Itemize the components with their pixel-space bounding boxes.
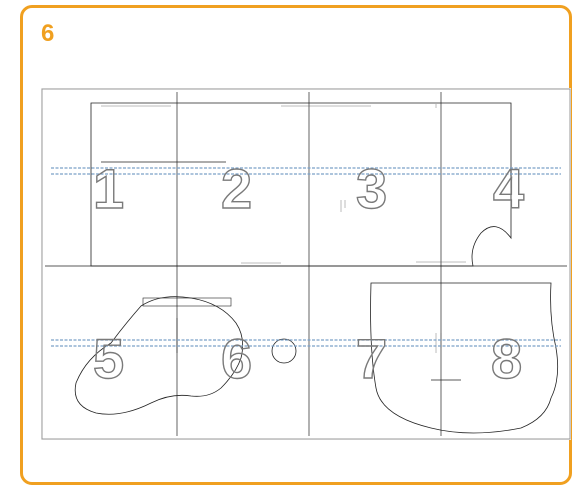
page-number-4: 4 <box>493 157 524 220</box>
page-number-8: 8 <box>491 327 522 390</box>
step-number: 6 <box>41 20 55 47</box>
pattern-piece-bottom-left <box>74 296 244 415</box>
pattern-piece-top <box>90 102 512 267</box>
pattern-layout: 1 2 3 4 5 6 7 8 <box>41 88 571 440</box>
page-number-6: 6 <box>221 327 252 390</box>
pattern-sheet: 1 2 3 4 5 6 7 8 <box>41 88 571 440</box>
page-number-5: 5 <box>93 327 124 390</box>
paper-border <box>41 88 571 440</box>
page-number-3: 3 <box>356 157 387 220</box>
pattern-piece-bottom-right <box>370 282 559 434</box>
page-number-2: 2 <box>221 157 252 220</box>
page-number-1: 1 <box>93 157 124 220</box>
registration-circle-icon <box>271 338 297 364</box>
watermark-rows <box>51 167 561 347</box>
page-number-7: 7 <box>356 327 387 390</box>
